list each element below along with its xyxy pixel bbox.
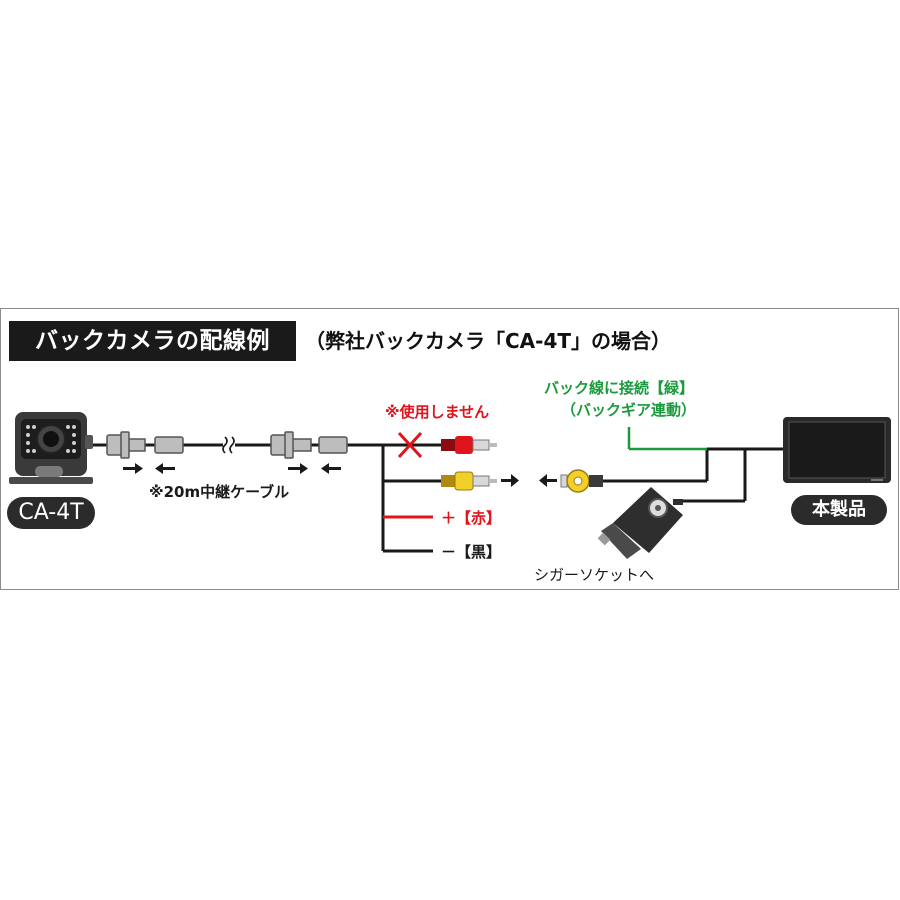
minus-black-label: －【黒】 [441, 543, 502, 561]
monitor-wires [603, 427, 783, 503]
monitor-yellow-rca-icon [560, 469, 603, 493]
wiring-graphics [9, 412, 891, 559]
red-rca-plug-icon [441, 436, 497, 454]
back-gear-label: （バックギア連動） [561, 401, 697, 419]
monitor-icon [783, 417, 891, 483]
connect-arrow-left-icon [539, 474, 557, 487]
back-line-label: バック線に接続【緑】 [544, 379, 695, 397]
plus-red-label: ＋【赤】 [441, 509, 502, 527]
cigar-socket-label: シガーソケットへ [534, 566, 655, 584]
connect-arrow-right-icon [501, 474, 519, 487]
not-used-label: ※使用しません [385, 403, 490, 421]
cigar-plug-icon [597, 487, 683, 559]
camera-icon [9, 412, 93, 484]
branch-wires [381, 443, 441, 553]
yellow-rca-plug-icon [441, 471, 497, 491]
cable-label: ※20m中継ケーブル [149, 483, 290, 501]
camera-label: CA-4T [7, 497, 95, 529]
not-used-cross-icon [397, 431, 423, 459]
diagram-subtitle: （弊社バックカメラ「CA-4T」の場合） [305, 329, 672, 353]
monitor-label: 本製品 [791, 495, 887, 525]
wiring-diagram-panel: バックカメラの配線例 （弊社バックカメラ「CA-4T」の場合） [0, 308, 899, 590]
diagram-title: バックカメラの配線例 [9, 321, 296, 361]
extension-cable [93, 431, 383, 474]
